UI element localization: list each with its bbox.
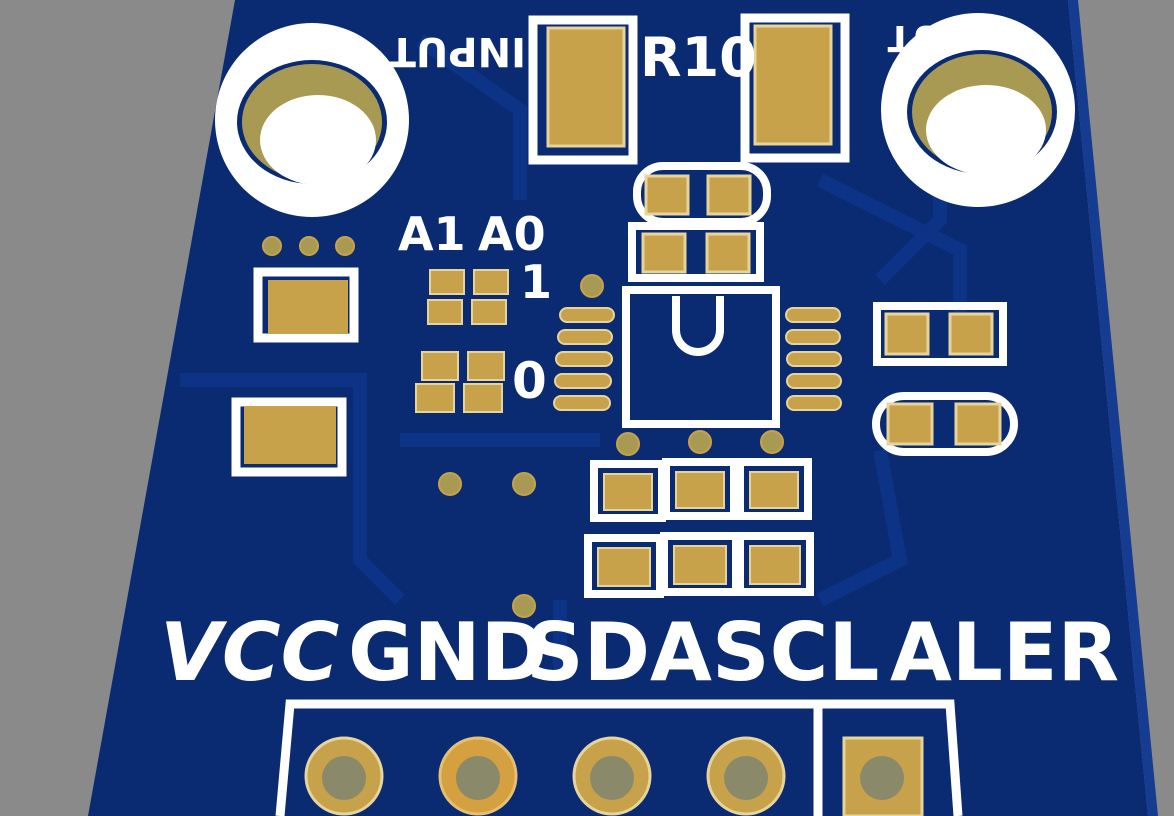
board-edge-highlight [1068,0,1158,816]
label-a1: A1 [398,207,466,261]
pad-grid-2x3 [584,458,814,598]
capacitor-pads-right-top [873,302,1007,366]
mounting-hole-left [215,23,409,217]
pin-gnd [438,736,518,816]
label-aler: ALER [890,606,1119,699]
pin-vcc [304,736,384,816]
capacitor-pads-top [628,162,771,282]
resistor-r10 [528,13,850,165]
label-vcc: VCC [160,606,339,699]
label-jumper-1: 1 [520,255,552,309]
label-scl: SCL [712,606,879,699]
vias [438,274,784,618]
pin-scl [706,736,786,816]
capacitor-pads-right-bottom [872,392,1018,456]
ic-footprint [553,286,842,428]
label-r10: R10 [640,26,757,89]
label-gnd: GND [348,606,547,699]
large-pad-top-left [253,267,359,343]
label-jumper-0: 0 [512,352,547,410]
label-a0: A0 [478,207,546,261]
via-cluster-left [262,236,355,256]
large-pad-bottom-left [231,397,347,477]
pin-aler [842,736,924,816]
address-jumper-pads [415,269,509,413]
pin-sda [572,736,652,816]
label-out: OUT [887,17,972,58]
label-sda: SDA [526,606,712,699]
header-footprint [275,699,963,816]
mounting-hole-right [881,13,1075,207]
label-input: INPUT [388,28,526,74]
header-pins [304,736,924,816]
